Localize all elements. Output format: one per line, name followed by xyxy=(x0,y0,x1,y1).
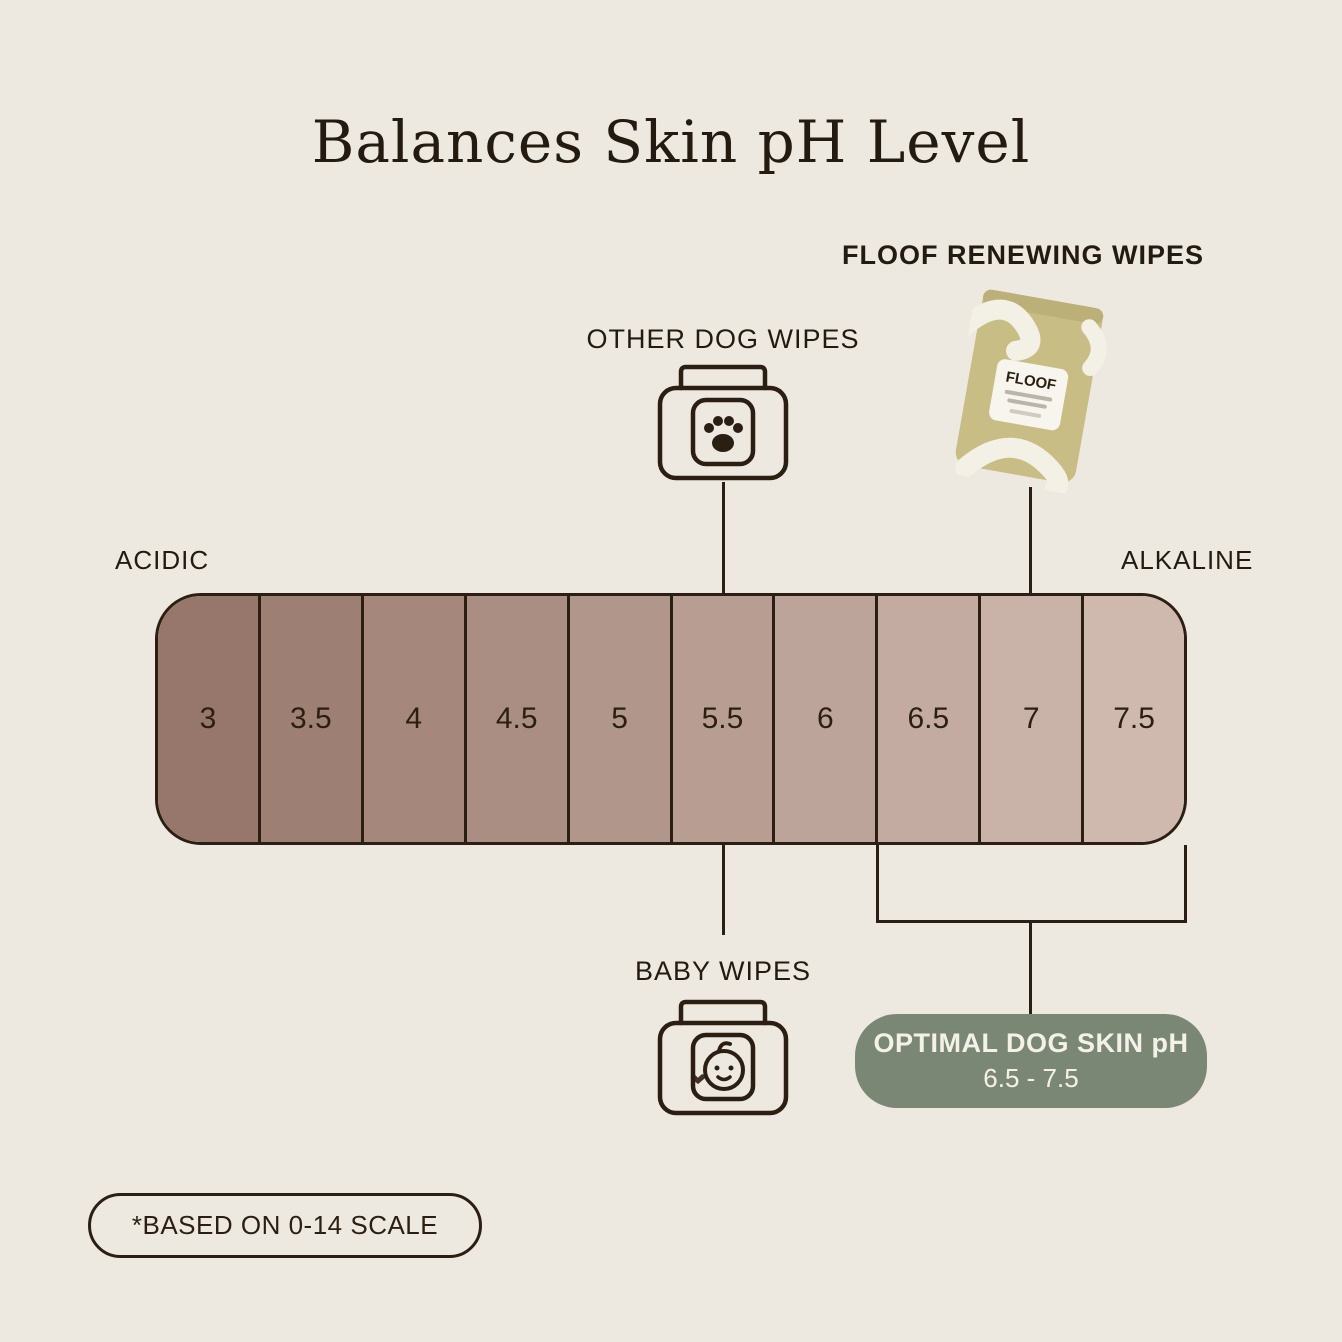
page-title: Balances Skin pH Level xyxy=(311,108,1031,176)
floof-package-icon: FLOOF xyxy=(953,289,1107,500)
connector-other-dog-wipes xyxy=(722,482,725,593)
ph-segment: 4.5 xyxy=(466,596,570,842)
optimal-dog-skin-ph-box: OPTIMAL DOG SKIN pH 6.5 - 7.5 xyxy=(855,1014,1207,1108)
ph-segment: 3.5 xyxy=(260,596,364,842)
paw-print-glyph xyxy=(704,416,743,452)
optimal-title: OPTIMAL DOG SKIN pH xyxy=(873,1028,1189,1058)
acidic-label: ACIDIC xyxy=(115,545,210,575)
ph-segment: 5 xyxy=(569,596,673,842)
bracket-stem xyxy=(1029,920,1032,1016)
scale-footnote-text: *BASED ON 0-14 SCALE xyxy=(131,1210,439,1240)
ph-segment: 4 xyxy=(363,596,467,842)
connector-floof xyxy=(1029,487,1032,593)
bracket-right xyxy=(1184,845,1187,923)
other-dog-wipes-icon xyxy=(653,360,793,490)
connector-baby-wipes xyxy=(722,845,725,935)
ph-segment: 6 xyxy=(775,596,879,842)
ph-segment: 6.5 xyxy=(878,596,982,842)
baby-wipes-icon xyxy=(653,995,793,1125)
floof-package-illustration: FLOOF xyxy=(944,277,1118,500)
bracket-left xyxy=(876,845,879,923)
optimal-range: 6.5 - 7.5 xyxy=(983,1063,1079,1093)
ph-scale-bar: 3 3.5 4 4.5 5 5.5 6 6.5 7 7.5 xyxy=(155,593,1187,845)
ph-segment: 7.5 xyxy=(1084,596,1184,842)
ph-segment: 7 xyxy=(981,596,1085,842)
baby-wipes-label: BABY WIPES xyxy=(634,956,812,986)
ph-segment: 5.5 xyxy=(672,596,776,842)
alkaline-label: ALKALINE xyxy=(1121,545,1254,575)
baby-face-glyph xyxy=(690,1041,745,1091)
scale-footnote-pill: *BASED ON 0-14 SCALE xyxy=(88,1193,482,1258)
ph-segment: 3 xyxy=(158,596,261,842)
other-dog-wipes-label: OTHER DOG WIPES xyxy=(586,324,860,354)
floof-renewing-wipes-label: FLOOF RENEWING WIPES xyxy=(842,240,1204,270)
